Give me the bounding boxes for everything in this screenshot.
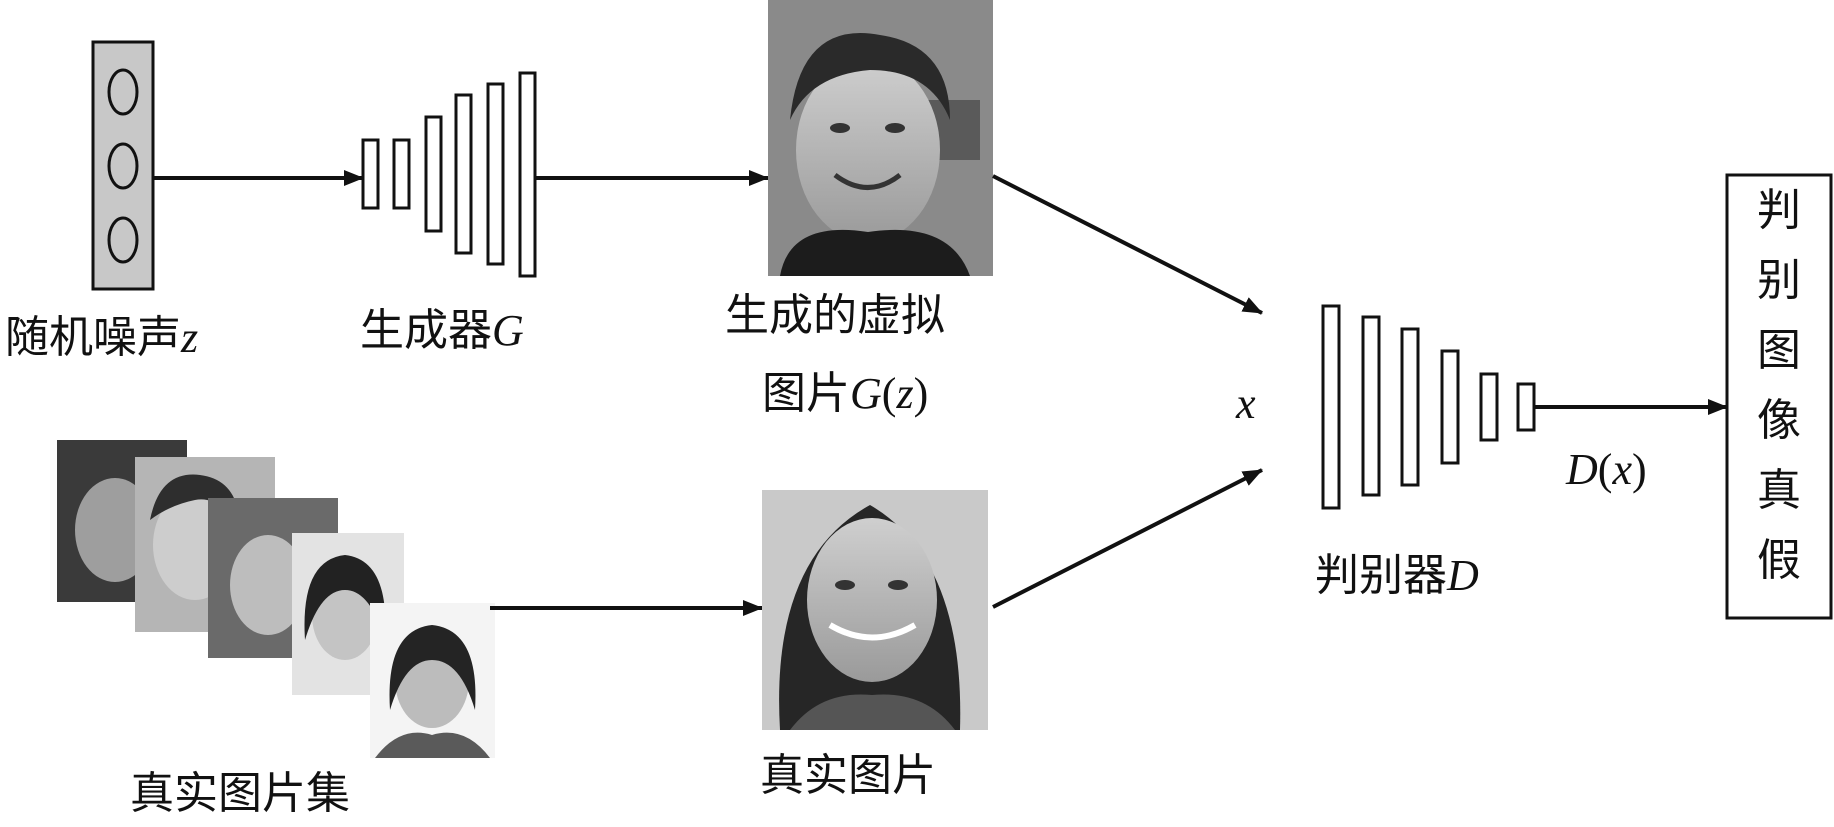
generated-face-image: [768, 0, 993, 276]
input-variable-x: x: [1235, 379, 1256, 428]
result-box: [1725, 173, 1833, 620]
discriminator-label: 判别器D: [1315, 550, 1479, 601]
generator-network: [361, 71, 537, 278]
real-image-label: 真实图片: [760, 750, 936, 801]
generator-layer: [518, 71, 537, 278]
generator-layer: [486, 82, 505, 266]
generator-label: 生成器G: [360, 305, 524, 356]
generator-layer: [424, 115, 443, 233]
discriminator-layer: [1516, 382, 1536, 432]
real-face-image: [762, 490, 988, 730]
generator-layer: [392, 138, 411, 210]
generator-layer: [454, 93, 473, 255]
result-box-label: 判别图像真假: [1757, 185, 1801, 586]
real-image-set: [57, 440, 495, 758]
noise-label: 随机噪声z: [5, 312, 198, 363]
noise-node-3: [107, 216, 139, 264]
arrow-fake-to-discriminator: [992, 174, 1263, 315]
noise-vector: [91, 40, 155, 291]
discriminator-layer: [1361, 315, 1381, 497]
discriminator-network: [1321, 304, 1536, 510]
noise-node-1: [107, 68, 139, 116]
real-set-label: 真实图片集: [130, 768, 350, 819]
discriminator-layer: [1321, 304, 1341, 510]
discriminator-layer: [1440, 349, 1460, 465]
arrow-real-to-discriminator: [992, 468, 1263, 609]
output-dx-label: D(x): [1565, 445, 1647, 494]
fake-image-label-line2: 图片G(z): [762, 368, 928, 419]
fake-image-label-line1: 生成的虚拟: [725, 290, 945, 341]
discriminator-layer: [1400, 327, 1420, 487]
discriminator-layer: [1479, 372, 1499, 442]
generator-layer: [361, 138, 380, 210]
noise-node-2: [107, 142, 139, 190]
